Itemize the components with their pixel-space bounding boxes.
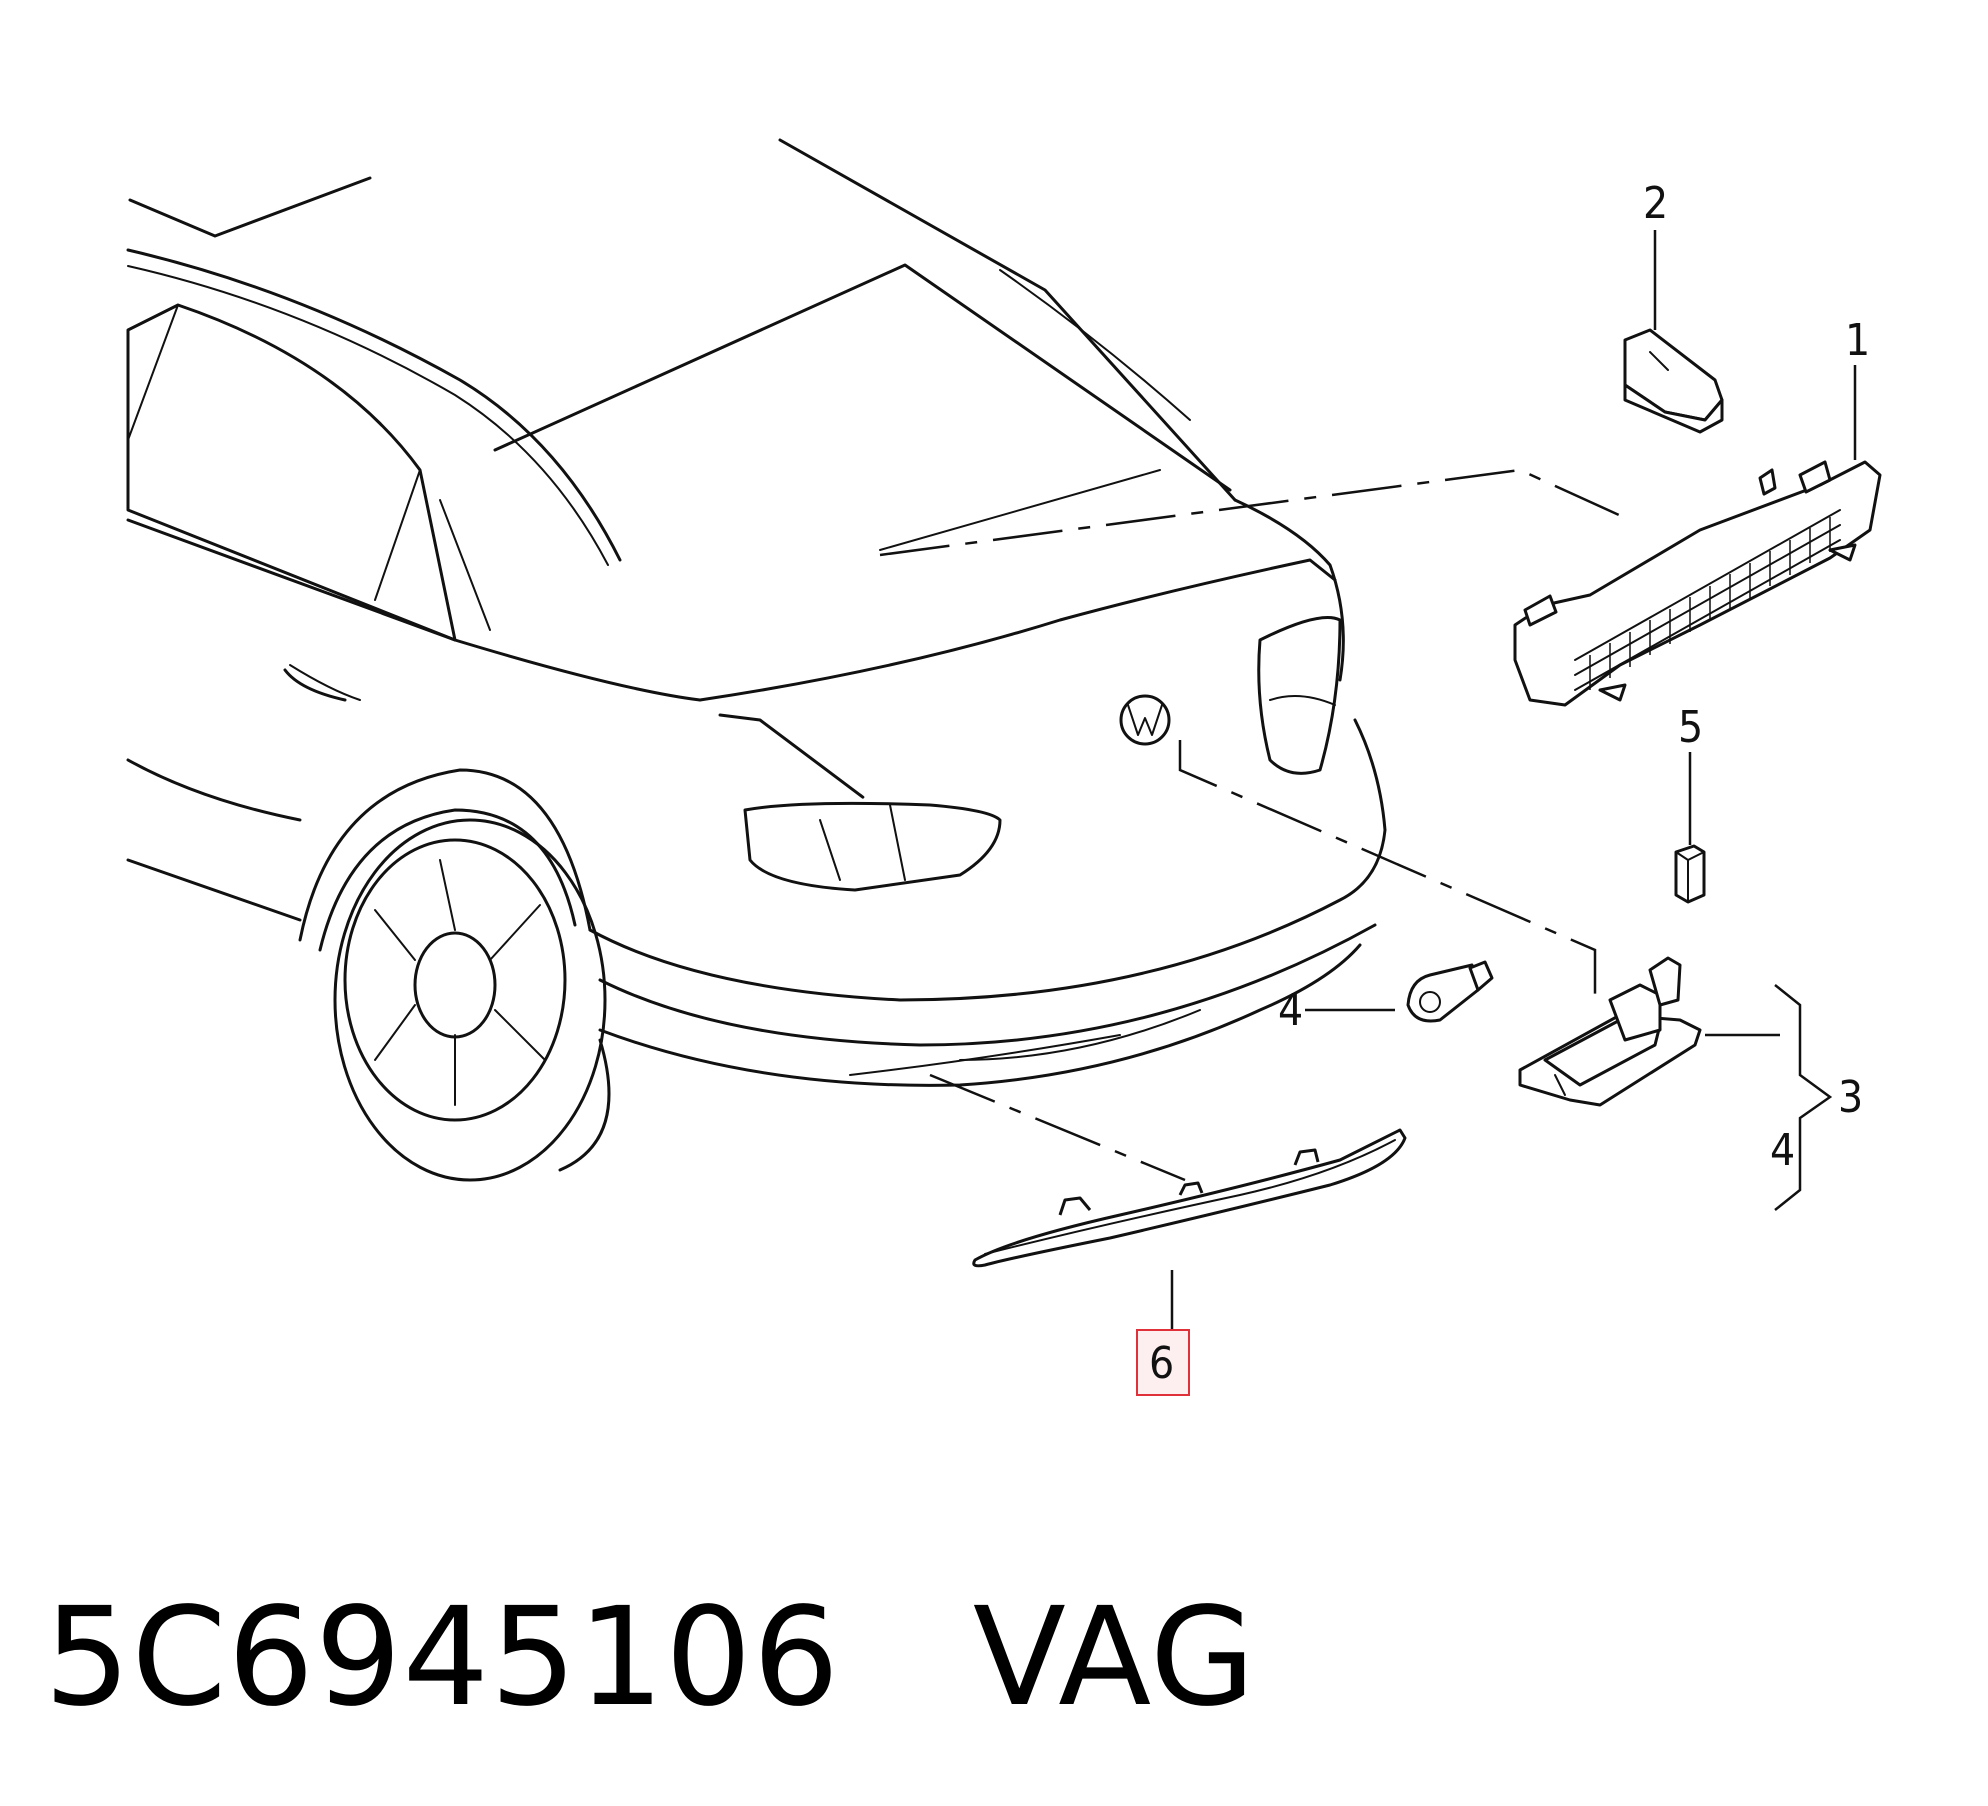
callout-4-bulb: 4 — [1278, 985, 1303, 1036]
part-1-brake-light — [1513, 460, 1882, 707]
callout-1: 1 — [1845, 315, 1870, 366]
part-4-bulb — [1406, 960, 1494, 1023]
callout-2: 2 — [1643, 178, 1668, 229]
callout-bracket — [1774, 984, 1833, 1211]
rear-wheel — [333, 818, 607, 1182]
vw-emblem — [1119, 694, 1171, 746]
part-3-license-lamp — [1518, 956, 1702, 1107]
leader-license-lamp — [1178, 740, 1597, 1000]
part-number-caption: 5C6945106 VAG — [44, 1579, 1257, 1737]
leader-brake-light — [879, 468, 1631, 557]
callout-5: 5 — [1678, 702, 1703, 753]
callout-6: 6 — [1149, 1338, 1174, 1389]
leader-reflector — [929, 1073, 1186, 1182]
car-rear-illustration — [126, 138, 1387, 1182]
part-6-reflector — [972, 1128, 1407, 1268]
callout-3: 3 — [1838, 1072, 1863, 1123]
part-2-bracket — [1623, 328, 1724, 434]
callout-4-bracket: 4 — [1770, 1125, 1795, 1176]
part-5-clip — [1674, 844, 1706, 904]
highlight-box-6 — [1136, 1329, 1190, 1396]
